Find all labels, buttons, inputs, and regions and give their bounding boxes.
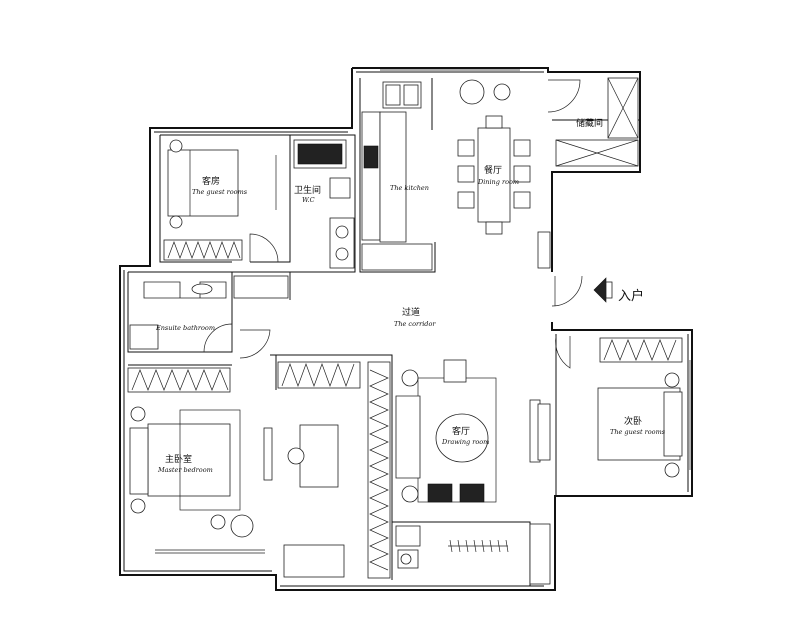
corridor-label-en: The corridor <box>394 320 436 328</box>
outer-walls <box>119 67 693 591</box>
guest-room-label: 客房 <box>202 175 220 187</box>
doors <box>203 79 583 369</box>
dining-room-label: 餐厅 <box>484 164 502 176</box>
wc-label: 卫生间 <box>294 184 321 196</box>
guest-room-label-en: The guest rooms <box>192 188 248 196</box>
entry-arrow-icon <box>593 277 607 303</box>
second-bedroom-label-en: The guest rooms <box>610 428 666 436</box>
living-room-label-en: Drawing room <box>441 438 489 446</box>
corridor-wardrobe <box>277 361 391 579</box>
dining-room-label-en: Dining room <box>477 178 519 186</box>
dining-room: 餐厅 Dining room <box>457 79 551 269</box>
kitchen-label: The kitchen <box>390 184 429 192</box>
storage-room: 储藏间 <box>555 77 639 167</box>
entry-marker: 入户 <box>593 277 644 304</box>
wc-label-en: W.C <box>302 196 315 204</box>
second-bedroom-label: 次卧 <box>624 415 642 427</box>
master-bedroom-label-en: Master bedroom <box>157 466 213 474</box>
guest-room: 客房 The guest rooms <box>163 139 248 261</box>
corridor-label: 过道 <box>402 306 420 318</box>
living-room: 客厅 Drawing room <box>395 359 541 503</box>
storage-room-label: 储藏间 <box>576 117 603 129</box>
corridor: 过道 The corridor <box>394 306 436 328</box>
second-bedroom: 次卧 The guest rooms <box>537 337 683 478</box>
ensuite-bathroom: Ensuite bathroom <box>129 275 289 350</box>
bottom-bath <box>395 523 551 585</box>
master-bedroom-label: 主卧室 <box>165 453 192 465</box>
entry-label: 入户 <box>618 288 644 304</box>
kitchen: The kitchen <box>361 81 433 271</box>
living-room-label: 客厅 <box>452 425 470 437</box>
wc: 卫生间 W.C <box>293 139 355 269</box>
ensuite-bathroom-label: Ensuite bathroom <box>155 324 215 332</box>
master-bedroom: 主卧室 Master bedroom <box>127 367 345 578</box>
